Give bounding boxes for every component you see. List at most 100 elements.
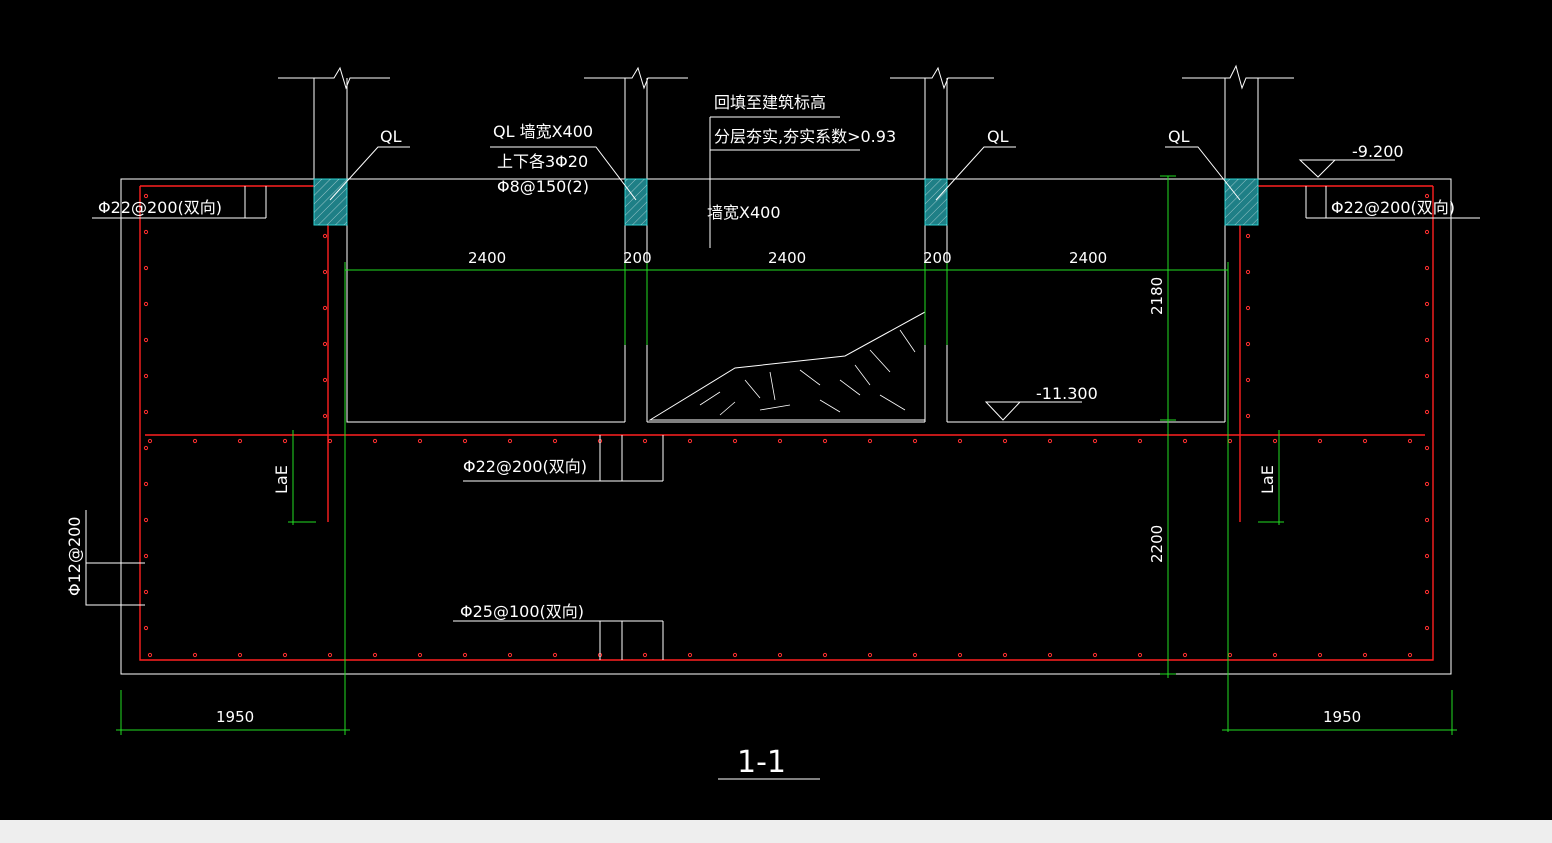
rebar-dot (552, 652, 558, 658)
rebar-dot (143, 625, 149, 631)
rebar-dot (1424, 589, 1430, 595)
rebar-dot (1047, 438, 1053, 444)
rebar-dot (1245, 269, 1251, 275)
rebar-dot (1424, 625, 1430, 631)
rebar-dot (1245, 377, 1251, 383)
rebar-dot (867, 438, 873, 444)
rebar-dot (552, 438, 558, 444)
cad-drawing-canvas[interactable]: QL QL 墙宽X400 上下各3Φ20 Φ8@150(2) 回填至建筑标高 分… (0, 0, 1552, 820)
rebar-dot (1424, 229, 1430, 235)
rebar-dot (1424, 517, 1430, 523)
dim-edge-left: 1950 (216, 708, 254, 726)
rebar-dot (1362, 652, 1368, 658)
elevation-bottom-label: -11.300 (1036, 384, 1098, 403)
rebar-dot (143, 229, 149, 235)
rebar-mid-label: Φ22@200(双向) (463, 457, 587, 476)
rebar-dot (1424, 337, 1430, 343)
elevation-top-label: -9.200 (1352, 142, 1404, 161)
rebar-dot (417, 438, 423, 444)
rebar-dot (1424, 481, 1430, 487)
dim-bay-2: 2400 (768, 249, 806, 267)
rebar-dot (642, 652, 648, 658)
backfill-label-2: 分层夯实,夯实系数>0.93 (714, 127, 896, 146)
rebar-dot (322, 305, 328, 311)
ql-beams (313, 178, 1259, 226)
rebar-dot (1245, 413, 1251, 419)
dim-edge-right: 1950 (1323, 708, 1361, 726)
rebar-dot (642, 438, 648, 444)
rebar-dot (1137, 652, 1143, 658)
dimension-lines (116, 175, 1457, 735)
leaders (85, 116, 1480, 660)
rebar-dot (1424, 553, 1430, 559)
rebar-dot (912, 438, 918, 444)
rebar-dot (1424, 301, 1430, 307)
rebar-dot (282, 438, 288, 444)
rebar-dot (1245, 233, 1251, 239)
rebar-dot (822, 652, 828, 658)
rebar-dot (1227, 652, 1233, 658)
rebar-dot (1245, 305, 1251, 311)
rebar-dot (732, 652, 738, 658)
rebar-dot (237, 652, 243, 658)
dim-bay-1: 2400 (468, 249, 506, 267)
wall-width-label: 墙宽X400 (707, 203, 781, 222)
rebar-dot (1317, 652, 1323, 658)
ql-spec-label: QL 墙宽X400 (493, 122, 593, 141)
section-drawing: QL QL 墙宽X400 上下各3Φ20 Φ8@150(2) 回填至建筑标高 分… (65, 64, 1480, 780)
rebar-dot (143, 193, 149, 199)
rebar-dot (507, 438, 513, 444)
rebar-dot (1272, 652, 1278, 658)
rebar-dot (687, 652, 693, 658)
rebar-dot (192, 438, 198, 444)
rebar-bottom-label: Φ25@100(双向) (460, 602, 584, 621)
rebar-dot (1424, 373, 1430, 379)
rebar-dot (143, 373, 149, 379)
rebar-dot (1407, 652, 1413, 658)
rebar-dot (237, 438, 243, 444)
dim-height-upper: 2180 (1148, 277, 1166, 315)
rebar-dot (322, 413, 328, 419)
rebar-dot (143, 481, 149, 487)
rebar-dot (147, 438, 153, 444)
rebar-dot (867, 652, 873, 658)
rebar-top-right-label: Φ22@200(双向) (1331, 198, 1455, 217)
rebar-dot (1227, 438, 1233, 444)
rebar-dot (777, 438, 783, 444)
rebar-dot (1362, 438, 1368, 444)
rebar-top-left-label: Φ22@200(双向) (98, 198, 222, 217)
rebar-dot (282, 652, 288, 658)
rebar-dot (1092, 438, 1098, 444)
rebar-perimeter (139, 185, 1434, 661)
backfill-label-1: 回填至建筑标高 (714, 93, 826, 112)
dim-wall-2: 200 (923, 249, 952, 267)
dim-wall-1: 200 (623, 249, 652, 267)
elevation-markers (984, 159, 1395, 421)
rebar-dot (1407, 438, 1413, 444)
rebar-dot (1424, 409, 1430, 415)
rebar-dot (372, 652, 378, 658)
rebar-side-label: Φ12@200 (65, 517, 84, 597)
rebar-dot (1182, 652, 1188, 658)
rebar-dot (1137, 438, 1143, 444)
rebar-dot (1272, 438, 1278, 444)
rebar-dot (143, 553, 149, 559)
rebar-dot (143, 409, 149, 415)
rebar-dot (1047, 652, 1053, 658)
rebar-dot (143, 301, 149, 307)
rebar-dot (143, 589, 149, 595)
rebar-dot (327, 438, 333, 444)
ql-label-3: QL (987, 127, 1009, 146)
rebar-dot (732, 438, 738, 444)
rebar-dot (143, 337, 149, 343)
rebar-dot (777, 652, 783, 658)
ql-rebar-label-1: 上下各3Φ20 (497, 152, 588, 171)
ql-label-4: QL (1168, 127, 1190, 146)
rebar-dot (322, 269, 328, 275)
status-bar (0, 820, 1552, 843)
rebar-dot (507, 652, 513, 658)
rebar-dot (957, 438, 963, 444)
rebar-dot (143, 517, 149, 523)
rebar-dot (1317, 438, 1323, 444)
rebar-dot (957, 652, 963, 658)
